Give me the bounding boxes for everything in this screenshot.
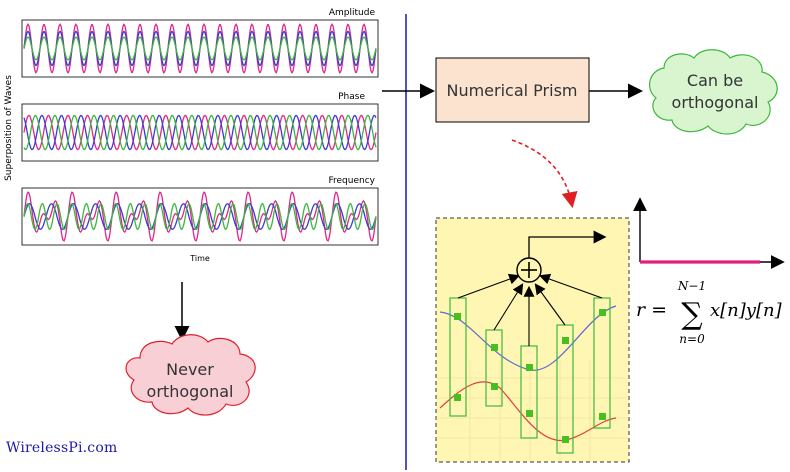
frequency-panel: Frequency	[21, 176, 379, 246]
phase-panel: Phase	[21, 92, 379, 162]
prism-label: Numerical Prism	[446, 81, 577, 100]
frequency-wave-2	[23, 202, 377, 231]
cloud-never-orthogonal: Never orthogonal	[125, 334, 256, 416]
brand-watermark: WirelessPi.com	[6, 440, 118, 456]
cloud-never-line1: Never	[166, 360, 214, 379]
amplitude-title: Amplitude	[329, 8, 376, 18]
x-axis-label: Time	[189, 254, 210, 263]
formula-sum-bottom: n=0	[679, 332, 705, 346]
output-axes	[633, 197, 785, 269]
phase-title: Phase	[338, 92, 365, 102]
amplitude-panel: Amplitude	[21, 8, 379, 78]
formula-lhs: r =	[636, 299, 667, 321]
correlation-formula: r = N−1 ∑ n=0 x[n]y[n]	[636, 279, 783, 346]
y-axis-label: Superposition of Waves	[4, 75, 14, 181]
formula-sum-top: N−1	[677, 279, 706, 293]
cloud-can-be-line2: orthogonal	[672, 93, 759, 112]
numerical-prism-box: Numerical Prism	[435, 57, 590, 123]
cloud-never-line2: orthogonal	[147, 382, 234, 401]
frequency-title: Frequency	[329, 176, 376, 186]
correlator-inset	[435, 217, 630, 463]
amplitude-wave-3	[23, 36, 377, 61]
cloud-can-be-orthogonal: Can be orthogonal	[648, 49, 778, 135]
cloud-can-be-line1: Can be	[687, 71, 743, 90]
phase-wave-3	[23, 114, 377, 151]
dashed-arrow-to-inset	[511, 139, 578, 209]
phase-wave-1	[23, 114, 377, 151]
formula-term: x[n]y[n]	[710, 300, 783, 321]
sigma-icon: ∑	[681, 297, 703, 332]
phase-wave-2	[23, 114, 377, 151]
